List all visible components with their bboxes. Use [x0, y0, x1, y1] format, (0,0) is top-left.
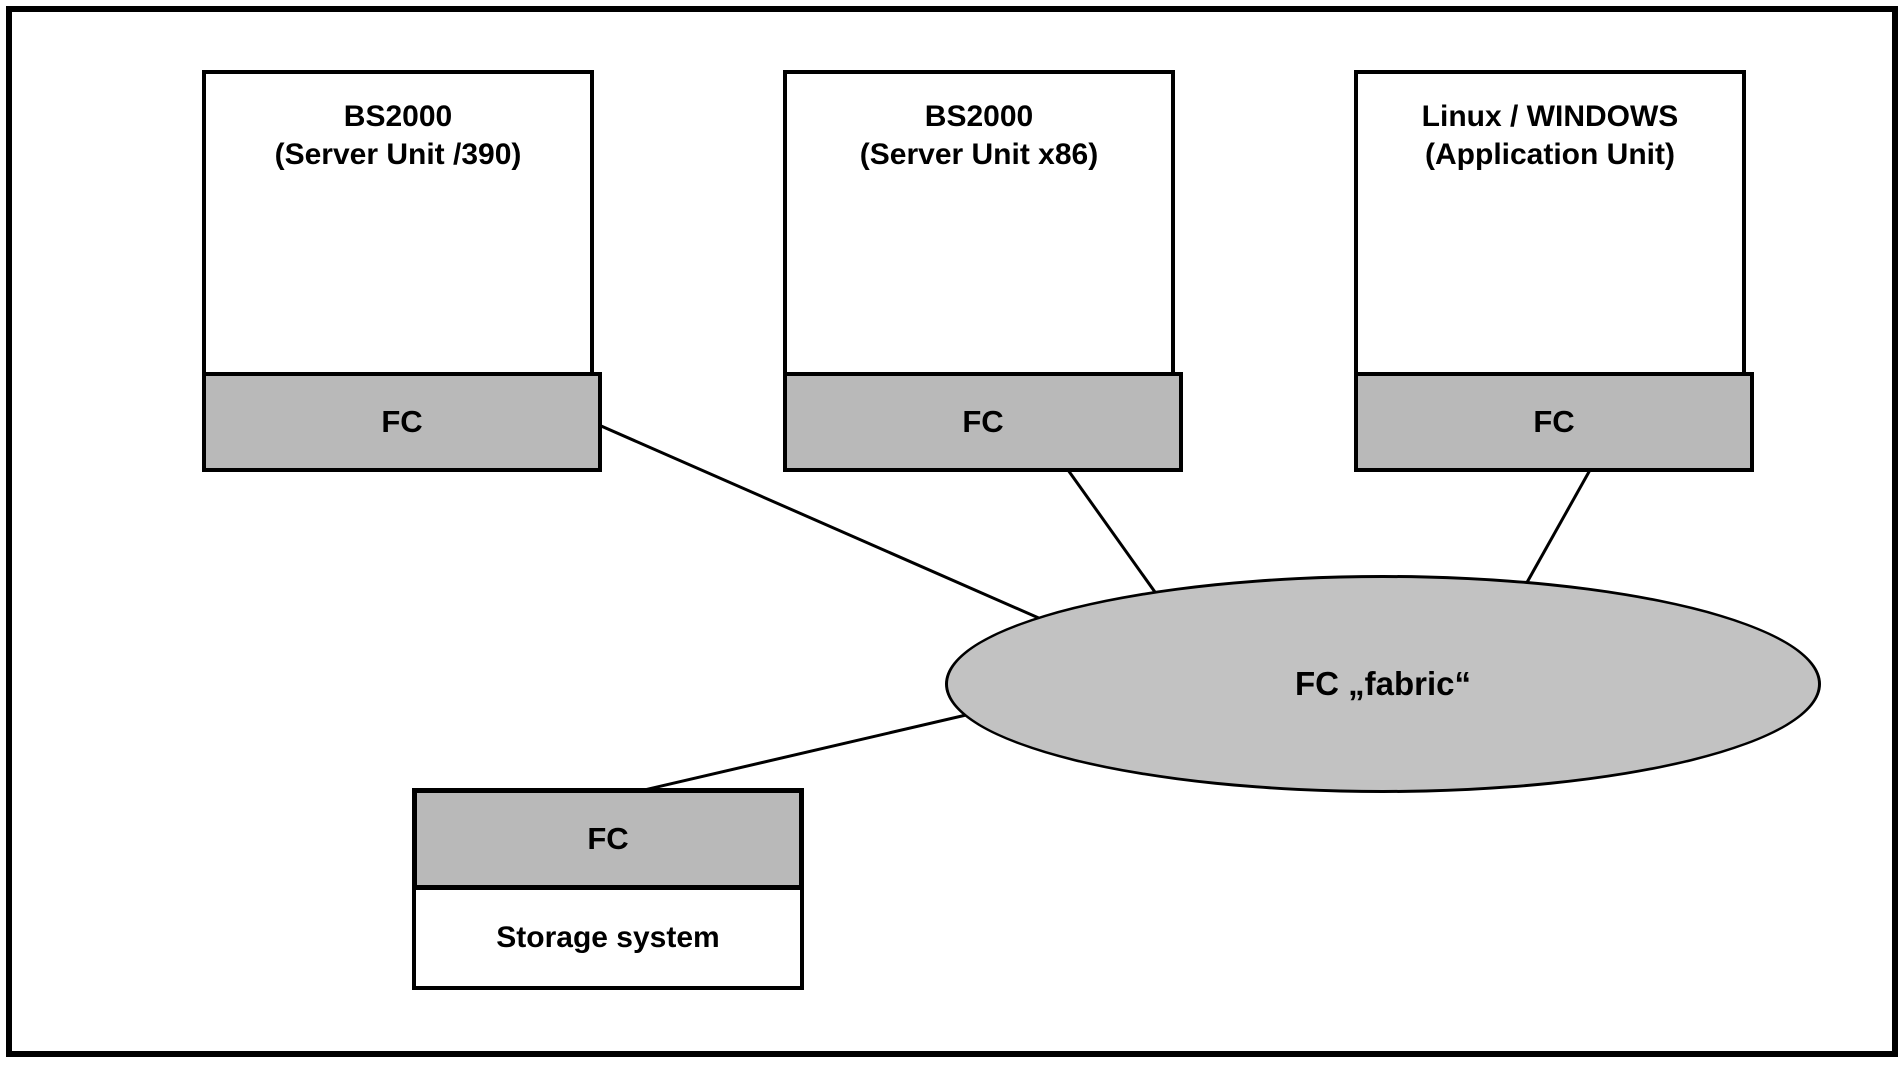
- fc-port-storage: FC: [412, 788, 804, 890]
- fc-fabric-ellipse: FC „fabric“: [945, 575, 1821, 793]
- connector-lines: [591, 420, 1592, 796]
- server-title-line2: (Application Unit): [1425, 137, 1675, 171]
- fc-fabric-label: FC „fabric“: [1294, 665, 1472, 702]
- server-title-line1: Linux / WINDOWS: [1421, 100, 1679, 133]
- fc-port-label: FC: [1533, 404, 1575, 439]
- server-box-su390: BS2000 (Server Unit /390) FC: [202, 70, 602, 472]
- fc-port-label: FC: [381, 404, 423, 439]
- diagram-frame: BS2000 (Server Unit /390) FC BS2000 (Ser…: [6, 6, 1898, 1057]
- connector-su390-fabric: [591, 420, 1083, 639]
- diagram-canvas: BS2000 (Server Unit /390) FC BS2000 (Ser…: [12, 12, 1892, 1051]
- fc-port-su390: FC: [202, 372, 602, 472]
- server-title: BS2000 (Server Unit /390): [206, 74, 590, 173]
- server-title: BS2000 (Server Unit x86): [787, 74, 1171, 173]
- fc-port-sux86: FC: [783, 372, 1183, 472]
- storage-system-body: Storage system: [412, 890, 804, 990]
- fc-port-label: FC: [587, 821, 629, 856]
- fc-port-label: FC: [962, 404, 1004, 439]
- server-title-line2: (Server Unit x86): [859, 137, 1099, 171]
- server-title-line2: (Server Unit /390): [274, 137, 522, 171]
- server-box-sux86: BS2000 (Server Unit x86) FC: [783, 70, 1183, 472]
- fc-port-application-unit: FC: [1354, 372, 1754, 472]
- server-title: Linux / WINDOWS (Application Unit): [1358, 74, 1742, 173]
- connector-storage-fabric: [626, 700, 1023, 796]
- server-title-line1: BS2000: [343, 100, 453, 133]
- server-box-application-unit: Linux / WINDOWS (Application Unit) FC: [1354, 70, 1754, 472]
- storage-system-label: Storage system: [496, 921, 720, 954]
- server-title-line1: BS2000: [924, 100, 1034, 133]
- storage-system-box: FC Storage system: [412, 788, 804, 990]
